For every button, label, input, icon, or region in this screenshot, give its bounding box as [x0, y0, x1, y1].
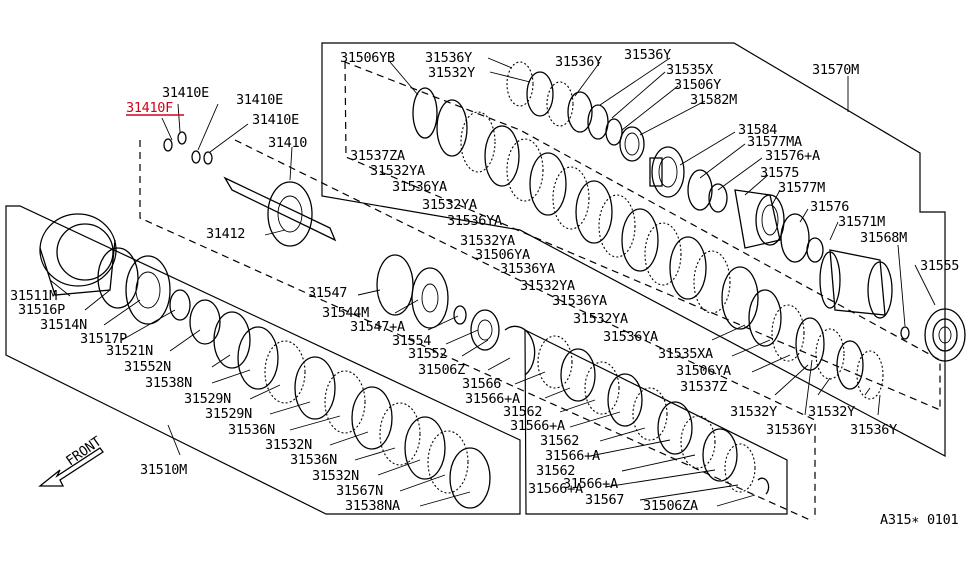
- dashed-outline-clutch-pack: [344, 61, 941, 411]
- footer-code: A315∗ 0101: [880, 512, 958, 528]
- callout-31529N[interactable]: 31529N: [184, 391, 231, 407]
- callout-31532YA[interactable]: 31532YA: [422, 197, 477, 213]
- dashed-outline-input: [139, 140, 811, 521]
- callout-31582M[interactable]: 31582M: [690, 92, 737, 108]
- drum-31511M-assembly: [39, 213, 251, 369]
- clutch-plates-lower-left: [237, 326, 491, 509]
- callout-31577M[interactable]: 31577M: [778, 180, 825, 196]
- callout-31562[interactable]: 31562: [540, 433, 579, 449]
- callout-31532Y[interactable]: 31532Y: [428, 65, 475, 81]
- bearing-31555: [924, 308, 966, 362]
- callout-31577MA[interactable]: 31577MA: [747, 134, 802, 150]
- callout-31566A[interactable]: 31566+A: [563, 476, 618, 492]
- callout-31532N[interactable]: 31532N: [265, 437, 312, 453]
- callout-31555[interactable]: 31555: [920, 258, 960, 274]
- callout-31547A[interactable]: 31547+A: [350, 319, 405, 335]
- callout-31575[interactable]: 31575: [760, 165, 800, 181]
- callout-31535XA[interactable]: 31535XA: [658, 346, 713, 362]
- shaft-31410-assembly: [163, 131, 337, 247]
- callout-31410F-selected[interactable]: 31410F: [126, 100, 173, 116]
- callout-31517P[interactable]: 31517P: [80, 331, 127, 347]
- callout-31532Y[interactable]: 31532Y: [808, 404, 855, 420]
- callout-31538NA[interactable]: 31538NA: [345, 498, 400, 514]
- callout-31576[interactable]: 31576: [810, 199, 850, 215]
- callout-31532YA[interactable]: 31532YA: [370, 163, 425, 179]
- callout-labels: 31506YB 31536Y 31532Y 31536Y 31536Y 3153…: [10, 47, 960, 514]
- callout-31570M[interactable]: 31570M: [812, 62, 859, 78]
- callout-31536Y[interactable]: 31536Y: [850, 422, 897, 438]
- callout-31410E[interactable]: 31410E: [252, 112, 299, 128]
- callout-31567[interactable]: 31567: [585, 492, 625, 508]
- callout-31410[interactable]: 31410: [268, 135, 308, 151]
- callout-31514N[interactable]: 31514N: [40, 317, 87, 333]
- callout-31537Z[interactable]: 31537Z: [680, 379, 727, 395]
- callout-31536Y[interactable]: 31536Y: [555, 54, 602, 70]
- callout-31537ZA[interactable]: 31537ZA: [350, 148, 405, 164]
- clutch-plates-upper: [412, 87, 884, 400]
- callout-31552[interactable]: 31552: [408, 346, 447, 362]
- callout-31544M[interactable]: 31544M: [322, 305, 369, 321]
- panel-31570M: [321, 42, 946, 457]
- callout-31547[interactable]: 31547: [308, 285, 348, 301]
- callout-31538N[interactable]: 31538N: [145, 375, 192, 391]
- callout-31536YA[interactable]: 31536YA: [552, 293, 607, 309]
- callout-31532YA[interactable]: 31532YA: [573, 311, 628, 327]
- callout-31516P[interactable]: 31516P: [18, 302, 65, 318]
- dashed-outline-shaft: [234, 139, 816, 520]
- callout-31536N[interactable]: 31536N: [228, 422, 275, 438]
- callout-31511M[interactable]: 31511M: [10, 288, 57, 304]
- callout-31536Y[interactable]: 31536Y: [425, 50, 472, 66]
- callout-31521N[interactable]: 31521N: [106, 343, 153, 359]
- callout-31506Y[interactable]: 31506Y: [674, 77, 721, 93]
- callout-31536Y[interactable]: 31536Y: [766, 422, 813, 438]
- callout-31412[interactable]: 31412: [206, 226, 245, 242]
- callout-31506YA[interactable]: 31506YA: [676, 363, 731, 379]
- callout-31571M[interactable]: 31571M: [838, 214, 885, 230]
- callout-31506Z[interactable]: 31506Z: [418, 362, 465, 378]
- callout-31568M[interactable]: 31568M: [860, 230, 907, 246]
- callout-31532YA[interactable]: 31532YA: [460, 233, 515, 249]
- drum-assembly-31570: [649, 146, 910, 340]
- callout-31566A[interactable]: 31566+A: [545, 448, 600, 464]
- callout-31506YB[interactable]: 31506YB: [340, 50, 395, 66]
- callout-31536N[interactable]: 31536N: [290, 452, 337, 468]
- clutch-plates-lower-right: [537, 335, 770, 495]
- callout-31584[interactable]: 31584: [738, 122, 778, 138]
- front-arrow-icon: [38, 447, 104, 487]
- callout-31566[interactable]: 31566: [462, 376, 502, 392]
- callout-31536YA[interactable]: 31536YA: [603, 329, 658, 345]
- callout-31506ZA[interactable]: 31506ZA: [643, 498, 698, 514]
- callout-31554[interactable]: 31554: [392, 333, 432, 349]
- clutch-plates-top-right: [506, 61, 645, 162]
- leader-lines: [49, 57, 936, 507]
- callout-31536YA[interactable]: 31536YA: [447, 213, 502, 229]
- callout-31410E[interactable]: 31410E: [236, 92, 283, 108]
- callout-31566A[interactable]: 31566+A: [528, 481, 583, 497]
- callout-31567N[interactable]: 31567N: [336, 483, 383, 499]
- callout-31552N[interactable]: 31552N: [124, 359, 171, 375]
- callout-31535X[interactable]: 31535X: [666, 62, 713, 78]
- callout-31532YA[interactable]: 31532YA: [520, 278, 575, 294]
- callout-31532Y[interactable]: 31532Y: [730, 404, 777, 420]
- callout-31529N[interactable]: 31529N: [205, 406, 252, 422]
- callout-31532N[interactable]: 31532N: [312, 468, 359, 484]
- callout-31566A[interactable]: 31566+A: [510, 418, 565, 434]
- panel-31560: [524, 329, 788, 515]
- callout-31536Y[interactable]: 31536Y: [624, 47, 671, 63]
- callout-31562[interactable]: 31562: [503, 404, 542, 420]
- callout-31566A[interactable]: 31566+A: [465, 391, 520, 407]
- callout-31510M[interactable]: 31510M: [140, 462, 187, 478]
- callout-31536YA[interactable]: 31536YA: [392, 179, 447, 195]
- callout-31410E[interactable]: 31410E: [162, 85, 209, 101]
- callout-31506YA[interactable]: 31506YA: [475, 247, 530, 263]
- callout-31576A[interactable]: 31576+A: [765, 148, 820, 164]
- callout-31536YA[interactable]: 31536YA: [500, 261, 555, 277]
- panel-31510M: [5, 205, 521, 515]
- callout-31562[interactable]: 31562: [536, 463, 575, 479]
